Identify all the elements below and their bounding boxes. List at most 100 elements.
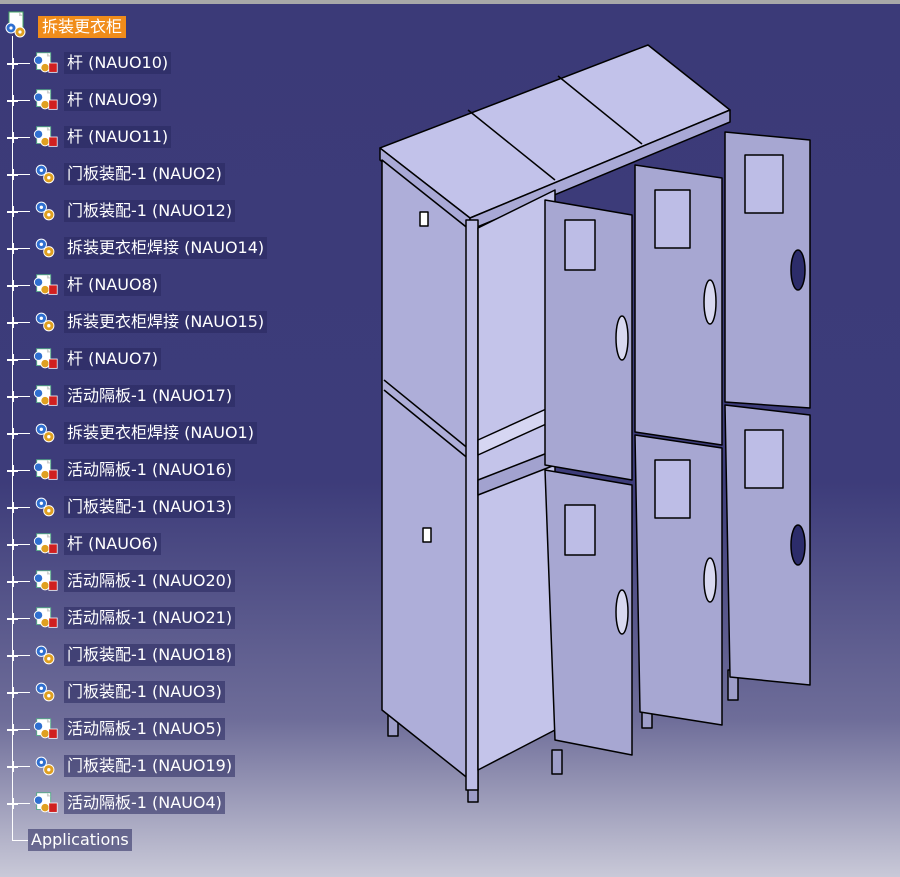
part-icon bbox=[32, 457, 60, 483]
product-icon bbox=[32, 494, 60, 520]
tree-node-label[interactable]: 拆装更衣柜焊接 (NAUO1) bbox=[64, 422, 257, 444]
expand-plus-icon[interactable] bbox=[7, 649, 18, 661]
tree-connector-elbow bbox=[18, 654, 30, 656]
applications-label[interactable]: Applications bbox=[28, 829, 132, 851]
part-icon bbox=[32, 716, 60, 742]
tree-node-label[interactable]: 门板装配-1 (NAUO2) bbox=[64, 163, 225, 185]
tree-node[interactable]: 杆 (NAUO7) bbox=[0, 344, 161, 374]
tree-node[interactable]: 拆装更衣柜焊接 (NAUO1) bbox=[0, 418, 257, 448]
expand-plus-icon[interactable] bbox=[7, 797, 18, 809]
tree-connector-elbow bbox=[18, 469, 30, 471]
expand-plus-icon[interactable] bbox=[7, 205, 18, 217]
tree-node[interactable]: 拆装更衣柜焊接 (NAUO14) bbox=[0, 233, 268, 263]
expand-plus-icon[interactable] bbox=[7, 57, 18, 69]
part-icon bbox=[32, 605, 60, 631]
part-icon bbox=[32, 568, 60, 594]
tree-node-label[interactable]: 杆 (NAUO11) bbox=[64, 126, 172, 148]
product-icon bbox=[32, 420, 60, 446]
part-icon bbox=[32, 383, 60, 409]
expand-plus-icon[interactable] bbox=[7, 575, 18, 587]
tree-node-label[interactable]: 门板装配-1 (NAUO12) bbox=[64, 200, 236, 222]
tree-connector-elbow bbox=[12, 839, 28, 841]
tree-node-label[interactable]: 拆装更衣柜焊接 (NAUO14) bbox=[64, 237, 268, 259]
tree-node[interactable]: 活动隔板-1 (NAUO5) bbox=[0, 714, 225, 744]
tree-node[interactable]: 活动隔板-1 (NAUO17) bbox=[0, 381, 236, 411]
expand-plus-icon[interactable] bbox=[7, 723, 18, 735]
tree-root[interactable]: 拆装更衣柜 bbox=[2, 11, 127, 43]
product-icon bbox=[32, 679, 60, 705]
product-icon bbox=[32, 753, 60, 779]
tree-node-label[interactable]: 活动隔板-1 (NAUO21) bbox=[64, 607, 236, 629]
tree-node[interactable]: 杆 (NAUO10) bbox=[0, 48, 172, 78]
tree-node-label[interactable]: 杆 (NAUO9) bbox=[64, 89, 161, 111]
tree-connector-elbow bbox=[18, 136, 30, 138]
tree-node-label[interactable]: 门板装配-1 (NAUO13) bbox=[64, 496, 236, 518]
tree-connector-elbow bbox=[18, 691, 30, 693]
tree-node[interactable]: 杆 (NAUO9) bbox=[0, 85, 161, 115]
tree-node-label[interactable]: 活动隔板-1 (NAUO17) bbox=[64, 385, 236, 407]
tree-node-label[interactable]: 门板装配-1 (NAUO19) bbox=[64, 755, 236, 777]
product-icon bbox=[32, 161, 60, 187]
part-icon bbox=[32, 531, 60, 557]
expand-plus-icon[interactable] bbox=[7, 760, 18, 772]
tree-connector-elbow bbox=[18, 247, 30, 249]
tree-connector-elbow bbox=[18, 432, 30, 434]
tree-root-label[interactable]: 拆装更衣柜 bbox=[38, 16, 127, 38]
tree-node[interactable]: 门板装配-1 (NAUO3) bbox=[0, 677, 225, 707]
expand-plus-icon[interactable] bbox=[7, 686, 18, 698]
expand-plus-icon[interactable] bbox=[7, 353, 18, 365]
tree-node[interactable]: 拆装更衣柜焊接 (NAUO15) bbox=[0, 307, 268, 337]
tree-connector-elbow bbox=[18, 728, 30, 730]
tree-node[interactable]: 门板装配-1 (NAUO13) bbox=[0, 492, 236, 522]
expand-plus-icon[interactable] bbox=[7, 279, 18, 291]
tree-connector-elbow bbox=[18, 543, 30, 545]
tree-node-label[interactable]: 杆 (NAUO6) bbox=[64, 533, 161, 555]
tree-node-label[interactable]: 门板装配-1 (NAUO3) bbox=[64, 681, 225, 703]
expand-plus-icon[interactable] bbox=[7, 612, 18, 624]
tree-node[interactable]: 门板装配-1 (NAUO18) bbox=[0, 640, 236, 670]
part-icon bbox=[32, 50, 60, 76]
expand-plus-icon[interactable] bbox=[7, 316, 18, 328]
tree-connector-elbow bbox=[18, 62, 30, 64]
tree-connector-elbow bbox=[18, 173, 30, 175]
tree-node[interactable]: 杆 (NAUO6) bbox=[0, 529, 161, 559]
tree-node-label[interactable]: 拆装更衣柜焊接 (NAUO15) bbox=[64, 311, 268, 333]
expand-plus-icon[interactable] bbox=[7, 168, 18, 180]
tree-node-label[interactable]: 杆 (NAUO8) bbox=[64, 274, 161, 296]
expand-plus-icon[interactable] bbox=[7, 538, 18, 550]
window-top-border bbox=[0, 0, 900, 4]
tree-node-label[interactable]: 门板装配-1 (NAUO18) bbox=[64, 644, 236, 666]
expand-plus-icon[interactable] bbox=[7, 501, 18, 513]
tree-connector-elbow bbox=[18, 617, 30, 619]
expand-plus-icon[interactable] bbox=[7, 94, 18, 106]
tree-node-label[interactable]: 活动隔板-1 (NAUO4) bbox=[64, 792, 225, 814]
part-icon bbox=[32, 346, 60, 372]
expand-plus-icon[interactable] bbox=[7, 131, 18, 143]
tree-node[interactable]: 杆 (NAUO8) bbox=[0, 270, 161, 300]
expand-plus-icon[interactable] bbox=[7, 242, 18, 254]
tree-node[interactable]: 门板装配-1 (NAUO12) bbox=[0, 196, 236, 226]
tree-node[interactable]: 活动隔板-1 (NAUO4) bbox=[0, 788, 225, 818]
tree-node[interactable]: 活动隔板-1 (NAUO20) bbox=[0, 566, 236, 596]
tree-node[interactable]: 杆 (NAUO11) bbox=[0, 122, 172, 152]
product-icon bbox=[32, 198, 60, 224]
tree-connector-elbow bbox=[18, 395, 30, 397]
tree-node[interactable]: 门板装配-1 (NAUO19) bbox=[0, 751, 236, 781]
product-icon bbox=[2, 11, 32, 43]
tree-node[interactable]: 门板装配-1 (NAUO2) bbox=[0, 159, 225, 189]
tree-node-label[interactable]: 杆 (NAUO10) bbox=[64, 52, 172, 74]
tree-node-label[interactable]: 活动隔板-1 (NAUO20) bbox=[64, 570, 236, 592]
tree-node-label[interactable]: 活动隔板-1 (NAUO16) bbox=[64, 459, 236, 481]
tree-applications[interactable]: Applications bbox=[12, 829, 132, 851]
expand-plus-icon[interactable] bbox=[7, 427, 18, 439]
tree-node[interactable]: 活动隔板-1 (NAUO16) bbox=[0, 455, 236, 485]
expand-plus-icon[interactable] bbox=[7, 464, 18, 476]
tree-node[interactable]: 活动隔板-1 (NAUO21) bbox=[0, 603, 236, 633]
tree-connector-elbow bbox=[18, 765, 30, 767]
tree-node-label[interactable]: 杆 (NAUO7) bbox=[64, 348, 161, 370]
expand-plus-icon[interactable] bbox=[7, 390, 18, 402]
specification-tree: 拆装更衣柜 杆 (NAUO10) 杆 (NAUO9) 杆 (NAUO11) 门板装配-… bbox=[0, 0, 360, 877]
locker-3d-model[interactable] bbox=[370, 40, 830, 810]
tree-connector-elbow bbox=[18, 284, 30, 286]
tree-node-label[interactable]: 活动隔板-1 (NAUO5) bbox=[64, 718, 225, 740]
